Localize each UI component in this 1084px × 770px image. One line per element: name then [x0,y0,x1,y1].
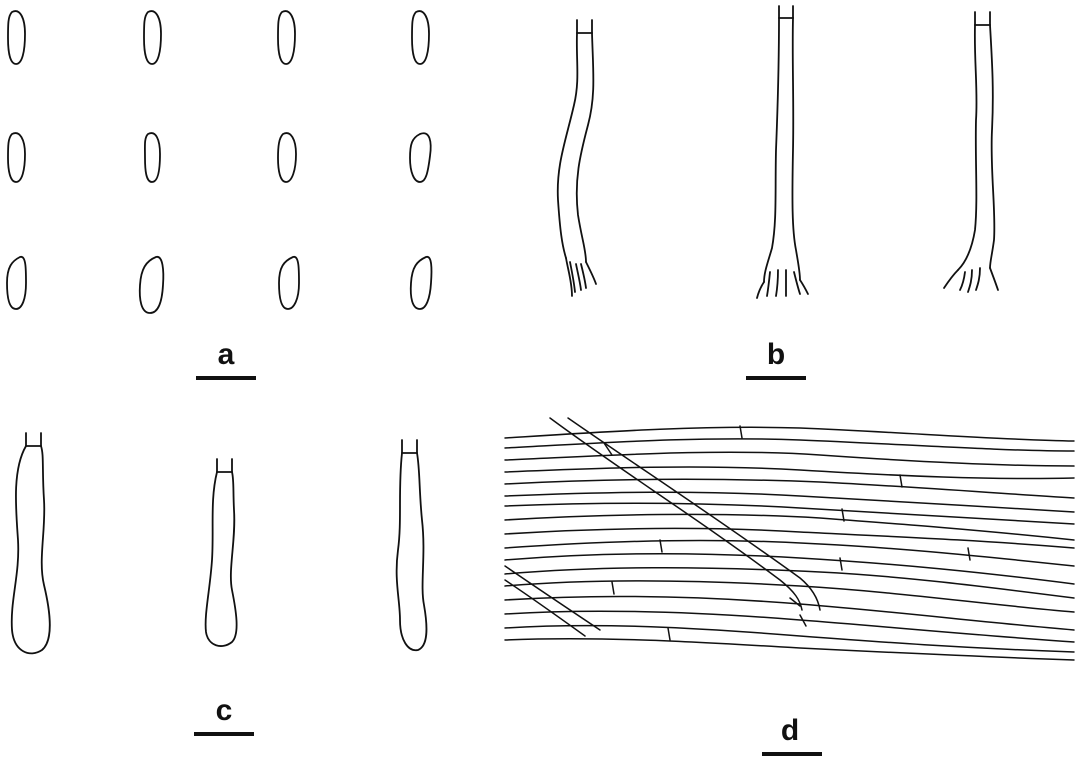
spore [409,132,432,183]
spore [143,132,161,183]
spore [277,132,297,183]
scale-bar-b [746,376,806,380]
basidium [756,5,809,299]
spore [411,10,430,65]
basidium [556,19,597,297]
basidium [943,11,999,293]
scale-bar-d [762,752,822,756]
panel-label-d: d [780,714,800,747]
spore [143,10,162,65]
panel-a-basidiospores [6,10,433,314]
cystidiole [10,432,51,655]
panel-label-a: a [217,338,235,371]
spore [6,256,27,310]
cystidiole [395,439,428,652]
panel-label-b: b [766,338,786,371]
panel-d-hyphae [504,417,1075,661]
spore [138,256,165,314]
spore [7,132,26,183]
spore [7,10,26,65]
panel-b-basidia [556,5,999,299]
scale-bar-a [196,376,256,380]
spore [277,10,296,65]
spore [278,256,300,310]
cystidiole [204,458,238,647]
spore [409,256,433,310]
panel-label-c: c [215,694,233,727]
scale-bar-c [194,732,254,736]
panel-c-cystidioles [10,432,428,655]
